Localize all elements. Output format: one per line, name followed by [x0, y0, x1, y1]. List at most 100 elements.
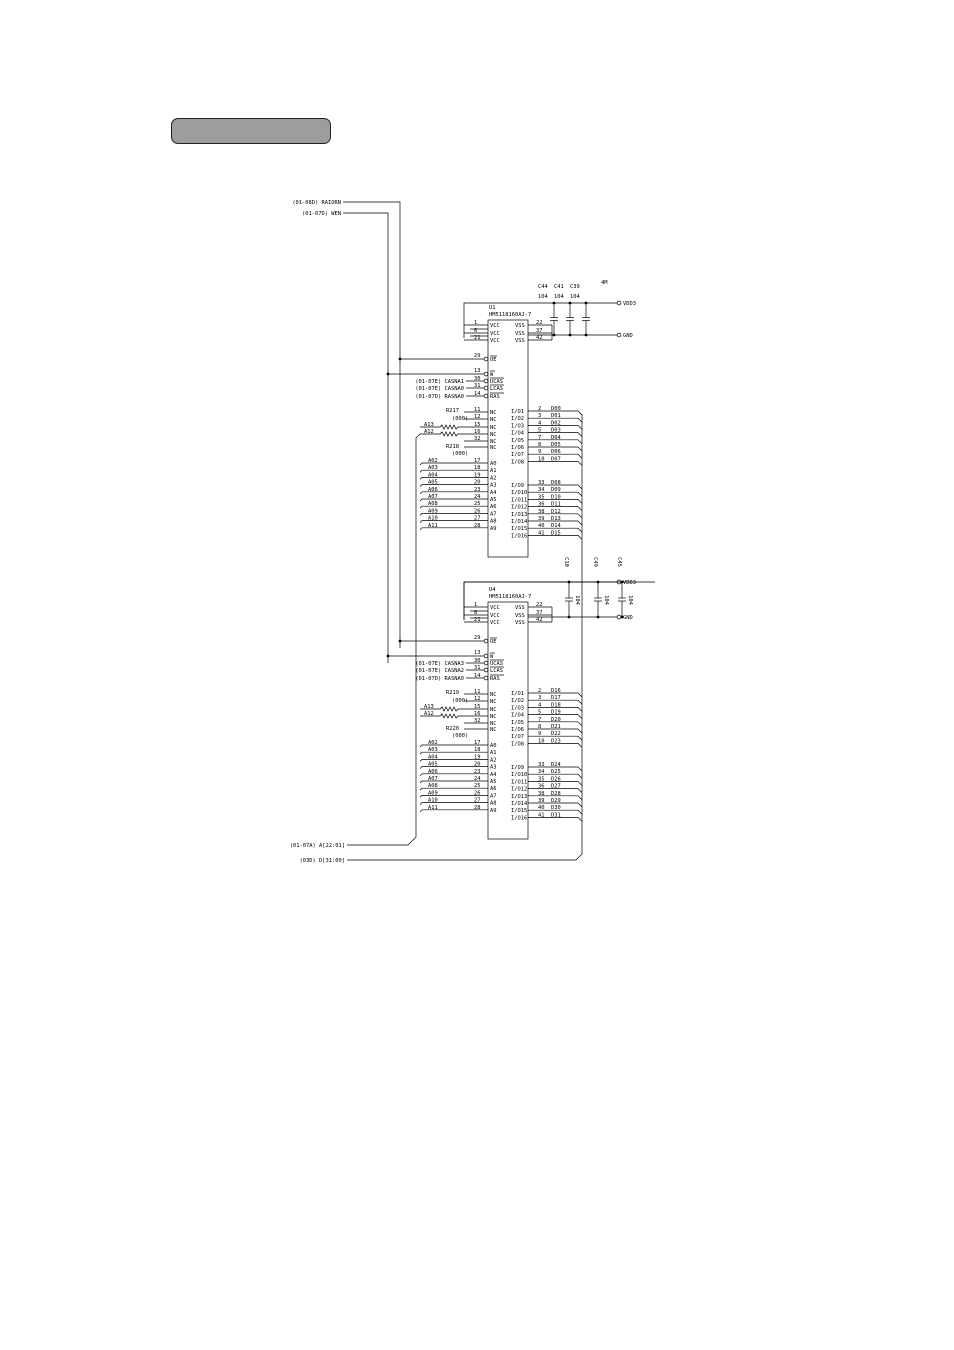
- data-net-label: D05: [551, 442, 561, 448]
- pin-name: I/O5: [511, 438, 524, 444]
- addr-wire: [419, 759, 488, 762]
- pin-number: 35: [538, 494, 545, 500]
- pin-name: UCAS: [490, 661, 503, 667]
- pin-name: VCC: [490, 331, 500, 337]
- data-net-label: D06: [551, 449, 561, 455]
- pin-name: I/O12: [511, 787, 527, 793]
- gnd-label: GND: [623, 615, 633, 621]
- pin-number: 29: [474, 635, 481, 641]
- pin-number: 33: [538, 480, 545, 486]
- pin-number: 5: [538, 710, 541, 716]
- cap-group-label: 4M: [601, 280, 608, 286]
- io-wire: [528, 432, 583, 437]
- pin-number: 16: [474, 711, 481, 717]
- pin-number: 18: [474, 465, 481, 471]
- pin-name: NC: [490, 410, 497, 416]
- pin-name: NC: [490, 425, 497, 431]
- addr-wire: [419, 527, 488, 531]
- data-net-label: D20: [551, 717, 561, 723]
- addr-net-label: A10: [428, 516, 438, 522]
- data-net-label: D29: [551, 798, 561, 804]
- cap-ref: C39: [570, 284, 580, 290]
- cap-ref: C10: [563, 557, 569, 567]
- pin-number: 31: [474, 383, 481, 389]
- pin-name: I/O11: [511, 779, 527, 785]
- pin-number: 12: [474, 414, 481, 420]
- junction-dot: [398, 639, 402, 643]
- pin-number: 30: [474, 376, 481, 382]
- io-wire: [528, 714, 583, 719]
- strobe-signal-label: (01-07D) RASNA0: [415, 676, 464, 682]
- chip-u1: C44104C41104C391044MVDD3GNDU1HM5118160AJ…: [386, 280, 636, 558]
- pin-name: VSS: [515, 613, 525, 619]
- pin-number: 10: [538, 738, 545, 744]
- addr-net-label: A03: [428, 747, 438, 753]
- pin-number: 21: [474, 617, 481, 623]
- pin-name: A2: [490, 475, 497, 481]
- strobe-signal-label: (01-07E) CASNA2: [415, 668, 464, 674]
- pin-number: 27: [474, 798, 481, 804]
- pin-number: 34: [538, 487, 545, 493]
- io-wire: [528, 721, 583, 727]
- pin-name: A4: [490, 490, 497, 496]
- pin-name: I/O3: [511, 705, 524, 711]
- addr-net-label: A11: [428, 805, 438, 811]
- pin-number: 26: [474, 790, 481, 796]
- pin-name: VCC: [490, 613, 500, 619]
- pin-number: 16: [474, 429, 481, 435]
- pin-number: 36: [538, 784, 545, 790]
- addr-bus: [347, 433, 421, 846]
- pin-number: 6: [474, 610, 477, 616]
- resistor-value: (000): [452, 451, 468, 457]
- pin-number: 1: [474, 602, 477, 608]
- pin-number: 26: [474, 508, 481, 514]
- addr-wire: [419, 787, 488, 791]
- bus-wiring: (01-08D) RAIORN(01-07D) WEN(01-07A) A[22…: [290, 200, 583, 864]
- pin-name: I/O16: [511, 815, 527, 821]
- pin-name: NC: [490, 727, 497, 733]
- vdd-rail: [463, 302, 617, 338]
- pin-name: I/O7: [511, 452, 524, 458]
- pin-number: 7: [538, 435, 541, 441]
- chip-body: [487, 319, 529, 558]
- pin-number: 28: [474, 805, 481, 811]
- inversion-bubble: [483, 393, 489, 399]
- pin-name: I/O14: [511, 519, 527, 525]
- pin-name: I/O8: [511, 459, 524, 465]
- pin-name: I/O10: [511, 772, 527, 778]
- data-bus: [347, 414, 583, 861]
- resistor-value: (000): [452, 416, 468, 422]
- pin-number: 17: [474, 740, 481, 746]
- data-net-label: D08: [551, 480, 561, 486]
- pin-number: 19: [474, 754, 481, 760]
- pin-number: 18: [474, 747, 481, 753]
- pin-number: 5: [538, 428, 541, 434]
- addr-wire: [419, 780, 488, 784]
- pin-number: 4: [538, 702, 541, 708]
- addr-net-label: A03: [428, 465, 438, 471]
- io-wire: [528, 699, 583, 705]
- pin-number: 38: [538, 791, 545, 797]
- pin-number: 17: [474, 458, 481, 464]
- pin-name: UCAS: [490, 379, 503, 385]
- io-wire: [528, 802, 583, 808]
- addr-net-label: A13: [424, 422, 434, 428]
- addr-bus-label: (01-07A) A[22:01]: [290, 843, 345, 849]
- io-wire: [528, 817, 583, 822]
- pin-name: A3: [490, 483, 497, 489]
- strobe-signal-label: (01-07E) CASNA3: [415, 661, 464, 667]
- pin-name: A8: [490, 519, 497, 525]
- addr-wire: [419, 809, 488, 813]
- pin-name: I/O9: [511, 765, 524, 771]
- pin-number: 15: [474, 704, 481, 710]
- data-net-label: D11: [551, 502, 561, 508]
- pin-number: 2: [538, 688, 541, 694]
- data-net-label: D15: [551, 530, 561, 536]
- pin-name: I/O11: [511, 497, 527, 503]
- pin-name: VCC: [490, 323, 500, 329]
- cap-value: 104: [603, 595, 609, 605]
- data-net-label: D27: [551, 784, 561, 790]
- pin-name: I/O1: [511, 409, 524, 415]
- pin-number: 25: [474, 783, 481, 789]
- data-bus-label: (03D) D[31:00]: [300, 858, 345, 864]
